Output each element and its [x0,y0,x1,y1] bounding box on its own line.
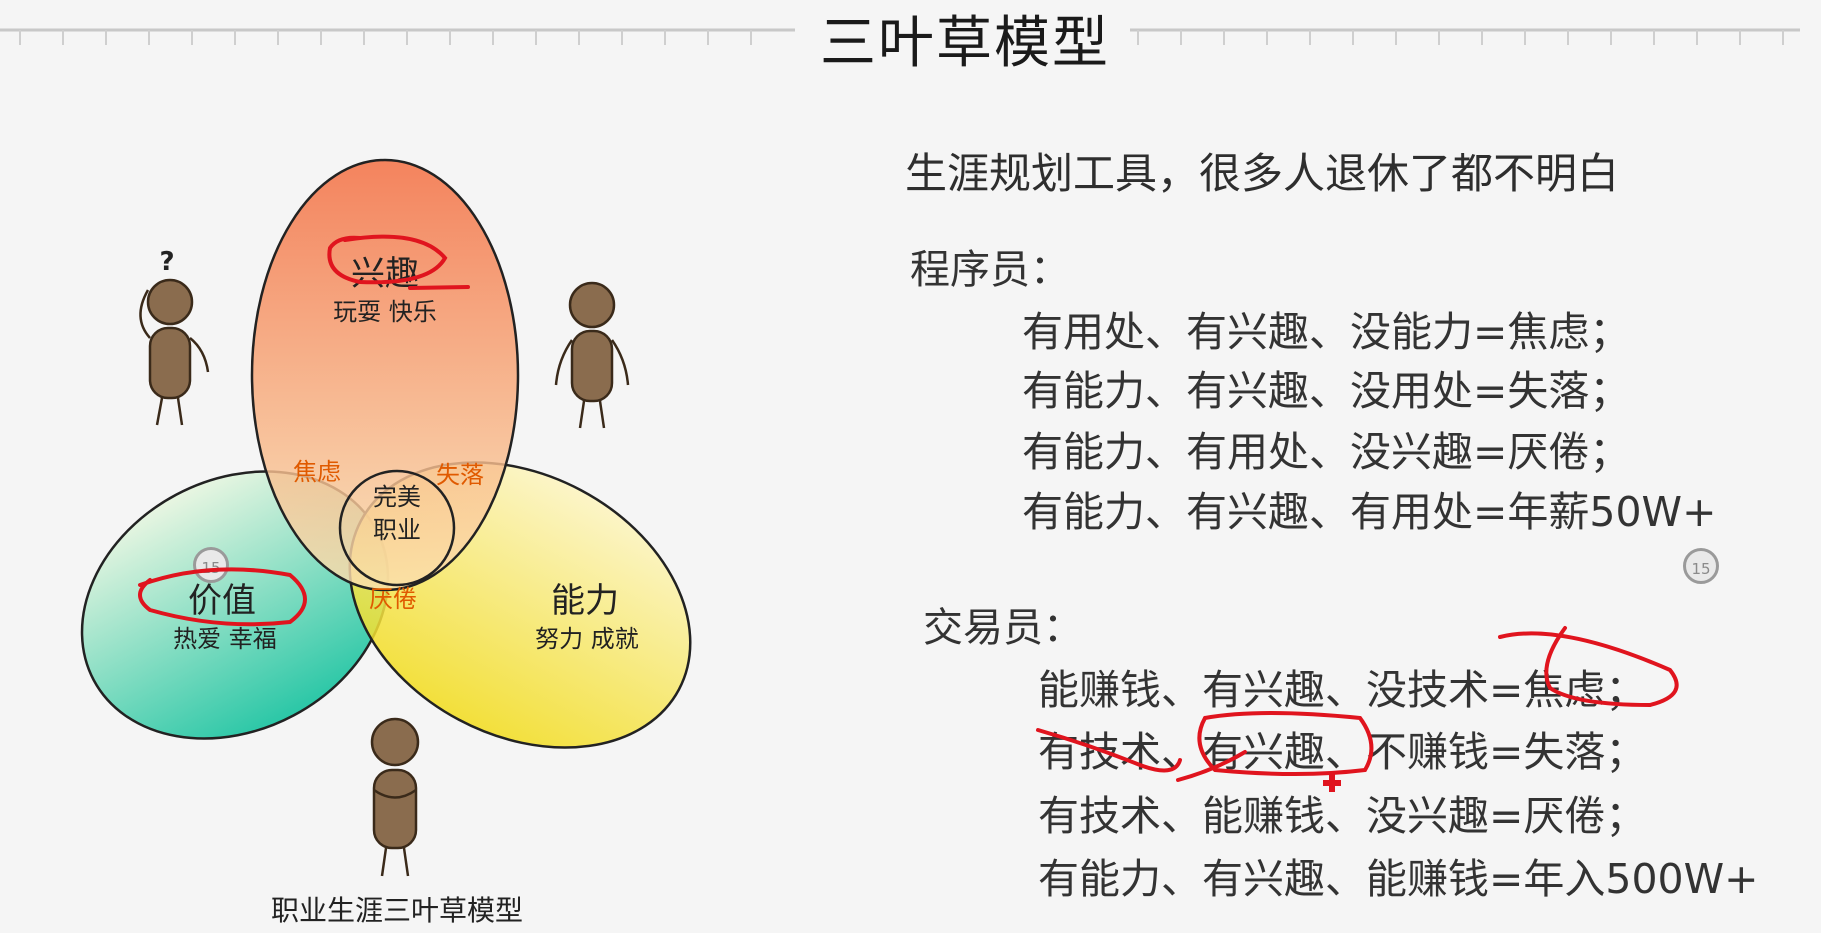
value-sub: 热爱 幸福 [173,625,277,653]
anxiety-overlap-label: 焦虑 [293,458,341,486]
trader-line-2: 有技术、有兴趣、不赚钱=失落； [1038,728,1647,776]
trader-line-1: 能赚钱、有兴趣、没技术=焦虑； [1038,666,1647,714]
ability-sub: 努力 成就 [535,625,639,653]
arms-crossed-figure [370,717,420,877]
loss-overlap-label: 失落 [436,461,484,489]
top-ruler [0,28,1800,45]
subtitle: 生涯规划工具，很多人退休了都不明白 [905,149,1620,198]
diagram-caption: 职业生涯三叶草模型 [271,894,523,927]
confused-figure [139,278,210,426]
sad-figure [554,281,630,429]
programmer-line-2: 有能力、有兴趣、没用处=失落； [1022,367,1631,415]
replay-15-badge-left[interactable]: 15 [193,547,229,583]
programmer-title: 程序员： [910,247,1070,293]
programmer-line-4: 有能力、有兴趣、有用处=年薪50W+ [1022,488,1717,536]
trader-line-4: 有能力、有兴趣、能赚钱=年入500W+ [1038,855,1759,903]
center-label-line1: 完美 [373,483,421,511]
question-mark: ? [159,247,174,277]
center-label-line2: 职业 [373,516,421,544]
perfect-career-center [338,469,456,587]
boredom-overlap-label: 厌倦 [369,585,417,613]
trader-title: 交易员： [923,605,1083,651]
trader-line-3: 有技术、能赚钱、没兴趣=厌倦； [1038,792,1647,840]
page-title: 三叶草模型 [800,4,1130,84]
replay-15-badge-right[interactable]: 15 [1683,548,1719,584]
interest-sub: 玩耍 快乐 [333,298,437,326]
ability-label: 能力 [551,581,619,621]
programmer-line-1: 有用处、有兴趣、没能力=焦虑； [1022,308,1631,356]
interest-petal [250,158,520,592]
programmer-line-3: 有能力、有用处、没兴趣=厌倦； [1022,428,1631,476]
